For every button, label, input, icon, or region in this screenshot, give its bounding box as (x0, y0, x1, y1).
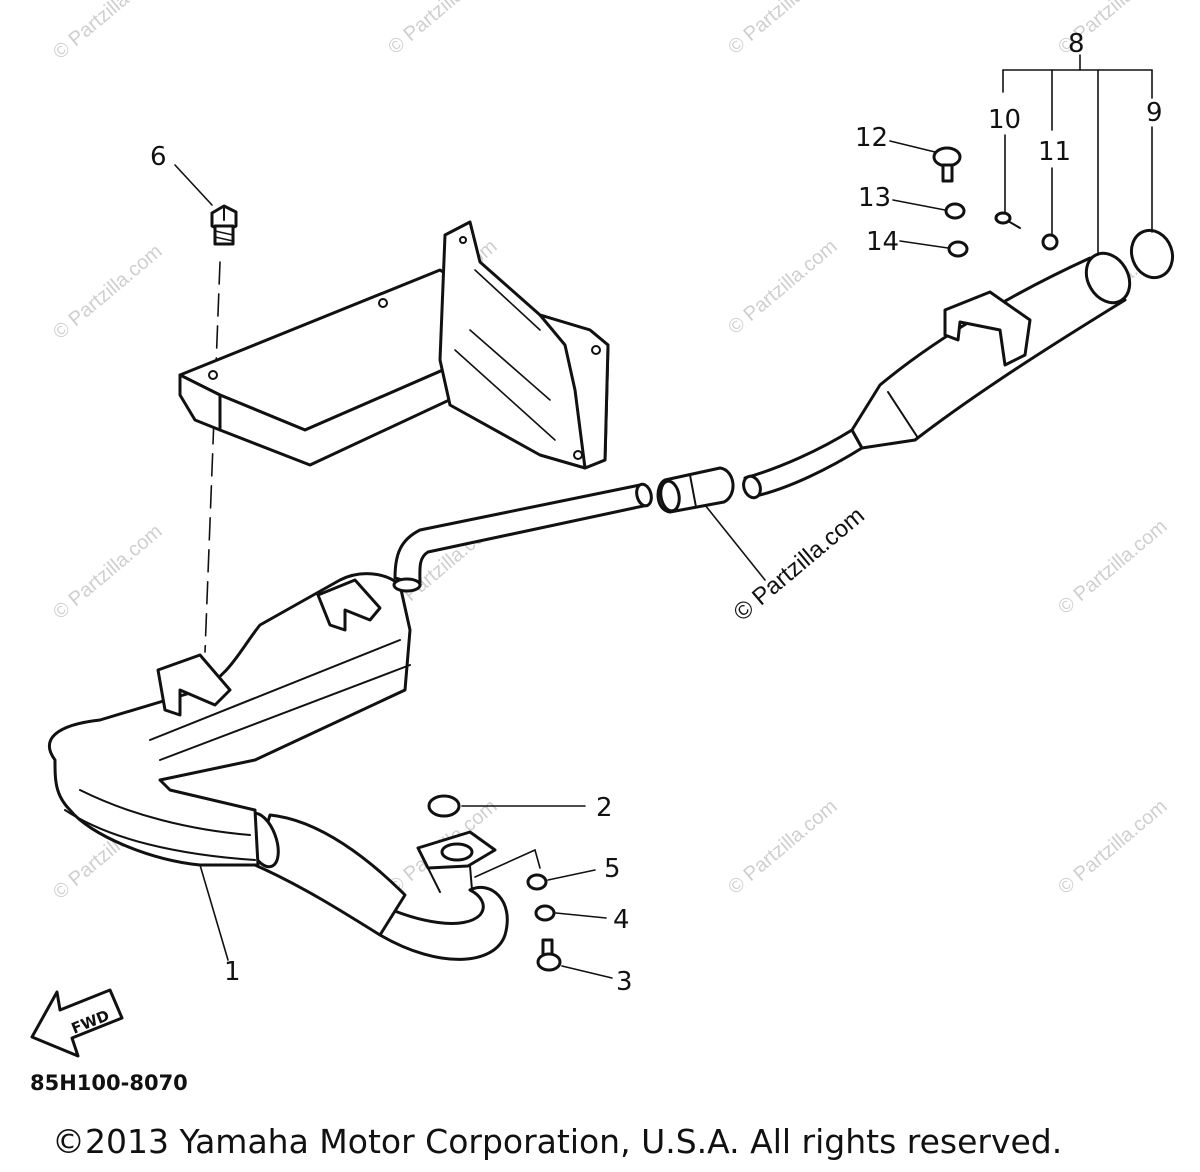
watermark: © Partzilla.com (724, 235, 841, 338)
nut-part-5 (526, 873, 548, 891)
washer-part-14 (947, 240, 969, 258)
mounting-bracket (178, 220, 610, 470)
leader-6 (174, 164, 213, 206)
bolt-part-12 (932, 146, 962, 183)
washer-part-11 (1041, 233, 1059, 251)
assembly-line-6 (204, 261, 221, 653)
leader-5 (547, 869, 596, 881)
callout-10: 10 (988, 105, 1021, 135)
leader-13 (892, 199, 946, 211)
callout-14: 14 (866, 227, 899, 257)
screw-part-10 (994, 211, 1021, 229)
diagram-code: 85H100-8070 (30, 1071, 188, 1095)
watermark: © Partzilla.com (1054, 515, 1171, 618)
silencer-assembly (742, 251, 1132, 500)
watermark: © Partzilla.com (724, 795, 841, 898)
copyright-notice: ©2013 Yamaha Motor Corporation, U.S.A. A… (52, 1122, 1062, 1161)
bolt-part-3 (536, 938, 562, 972)
watermark: © Partzilla.com (724, 0, 841, 59)
callout-1: 1 (224, 957, 241, 987)
muffler-part-1 (48, 482, 653, 961)
callout-8: 8 (1068, 29, 1085, 59)
ring-part-9 (1129, 228, 1175, 280)
callout-9: 9 (1146, 98, 1163, 128)
leader-4 (555, 912, 607, 919)
watermark-center: © Partzilla.com (729, 502, 870, 627)
leader-1 (199, 864, 229, 961)
nut-part-13 (944, 202, 966, 220)
leader-14 (899, 240, 949, 249)
watermark: © Partzilla.com (49, 520, 166, 623)
leader-group-4-5 (474, 849, 541, 878)
bolt-part-6 (210, 204, 238, 246)
pipe-joint (656, 466, 735, 514)
forward-arrow: FWD (30, 988, 124, 1058)
callout-labels: 1 2 3 4 5 6 8 9 10 11 12 13 14 (150, 29, 1163, 997)
callout-3: 3 (616, 967, 633, 997)
watermark: © Partzilla.com (1054, 795, 1171, 898)
leader-group-8 (1002, 54, 1153, 256)
leader-joint (704, 504, 766, 581)
watermark: © Partzilla.com (384, 0, 501, 59)
callout-2: 2 (596, 793, 613, 823)
leader-3 (561, 965, 613, 979)
callout-5: 5 (604, 854, 621, 884)
gasket-part-2 (427, 794, 461, 818)
watermark: © Partzilla.com (49, 0, 166, 64)
callout-4: 4 (613, 905, 630, 935)
callout-11: 11 (1038, 137, 1071, 167)
callout-13: 13 (858, 183, 891, 213)
watermark: © Partzilla.com (49, 240, 166, 343)
washer-part-4 (534, 904, 556, 922)
callout-6: 6 (150, 142, 167, 172)
callout-12: 12 (855, 123, 888, 153)
leader-12 (889, 140, 936, 153)
